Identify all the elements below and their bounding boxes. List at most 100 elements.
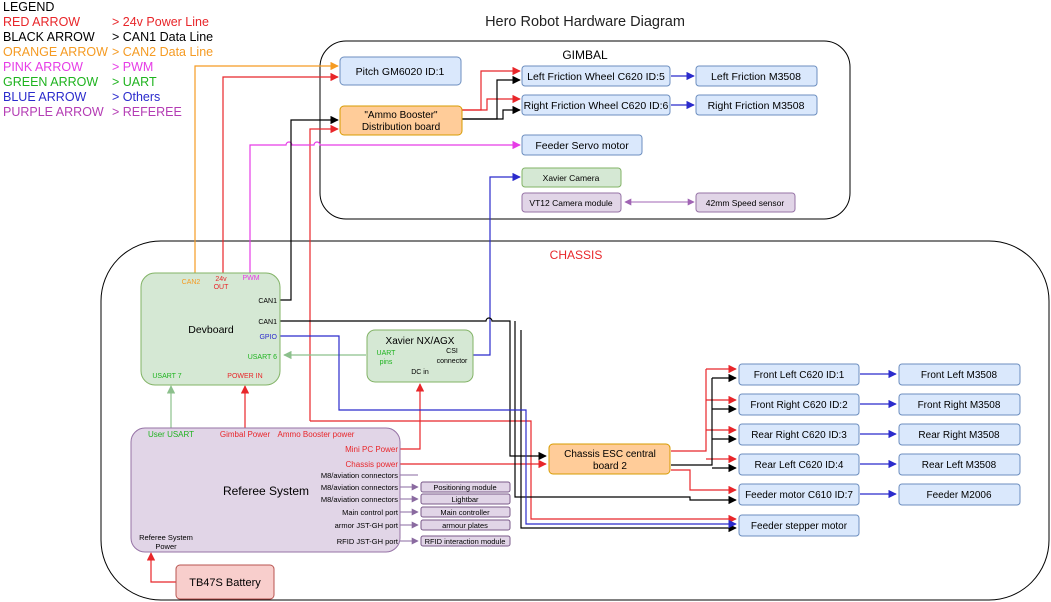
referee-power-port-top: Referee System — [139, 533, 193, 542]
xavier-box — [366, 329, 474, 383]
wire-minipc-power — [400, 383, 425, 450]
referee-ammo-booster-power-port: Ammo Booster power — [278, 430, 355, 439]
motor-feeder-label: Feeder M2006 — [926, 490, 991, 501]
motor-rear-right-label: Rear Right M3508 — [918, 430, 1000, 441]
referee-armor-port: armor JST-GH port — [335, 521, 399, 530]
wire-csi-camera — [473, 172, 521, 356]
wire-esc-feeder-power — [671, 469, 737, 495]
wire-gpio-stepper — [280, 335, 737, 529]
battery-label: TB47S Battery — [189, 577, 261, 589]
left-friction-wheel-box — [521, 65, 671, 87]
battery-box — [175, 564, 275, 600]
legend-item-black: BLACK ARROW> CAN1 Data Line — [3, 30, 213, 45]
wire-ammo-power-stepper — [310, 420, 737, 524]
xavier-csi-port-bottom: connector — [437, 358, 468, 365]
controller-feeder-label: Feeder motor C610 ID:7 — [745, 490, 853, 501]
left-friction-motor-box — [695, 65, 818, 87]
vt12-camera-box — [521, 192, 622, 213]
referee-power-port-bottom: Power — [155, 542, 177, 551]
motor-front-right-label: Front Right M3508 — [918, 400, 1001, 411]
referee-chassis-power-port: Chassis power — [346, 460, 399, 469]
devboard-can1-port-a: CAN1 — [258, 298, 277, 305]
wire-pwm-servo — [249, 140, 521, 273]
controller-rear-right-box — [738, 423, 860, 446]
esc-label-line1: Chassis ESC central — [564, 449, 656, 460]
wire-can1-ammo — [280, 115, 339, 301]
right-friction-wheel-box — [521, 94, 671, 116]
motor-rear-left-box — [898, 453, 1021, 476]
legend-value: > PWM — [112, 60, 154, 74]
legend-value: > 24v Power Line — [112, 15, 209, 29]
wire-24v-ammo — [309, 124, 339, 421]
chassis-label: CHASSIS — [550, 248, 603, 262]
feeder-stepper-box — [738, 514, 860, 537]
feeder-servo-box — [521, 134, 643, 156]
module-main-controller-label: Main controller — [440, 508, 490, 517]
legend-item-pink: PINK ARROW > PWM — [3, 60, 213, 75]
wire-can1-stepper — [520, 330, 737, 533]
module-rfid-label: RFID interaction module — [425, 537, 506, 546]
referee-mini-pc-power-port: Mini PC Power — [345, 445, 398, 454]
legend-item-blue: BLUE ARROW> Others — [3, 90, 213, 105]
wire-ammo-lfw — [462, 66, 521, 111]
legend-key: BLUE ARROW — [3, 90, 87, 104]
referee-m8-port-1: M8/aviation connectors — [321, 471, 398, 480]
legend: LEGEND RED ARROW > 24v Power Line BLACK A… — [3, 0, 213, 120]
devboard-gpio-port: GPIO — [259, 334, 277, 341]
referee-m8-port-2: M8/aviation connectors — [321, 483, 398, 492]
esc-box — [548, 443, 671, 475]
devboard-usart7-port: USART 7 — [152, 373, 181, 380]
module-lightbar-box — [420, 493, 511, 505]
gimbal-label: GIMBAL — [562, 48, 608, 62]
legend-item-purple: PURPLE ARROW> REFEREE — [3, 105, 213, 120]
module-main-controller-box — [420, 506, 511, 518]
legend-value: > CAN2 Data Line — [112, 45, 214, 59]
controller-rear-right-label: Rear Right C620 ID:3 — [751, 430, 847, 441]
wire-ammo-rfw — [462, 94, 521, 111]
controller-front-right-box — [738, 393, 860, 416]
legend-value: > CAN1 Data Line — [112, 30, 214, 44]
motor-front-left-box — [898, 363, 1021, 386]
vt12-camera-label: VT12 Camera module — [529, 198, 612, 208]
devboard-can1-port-b: CAN1 — [258, 319, 277, 326]
wire-esc-power-bus — [671, 369, 707, 452]
motor-rear-left-label: Rear Left M3508 — [922, 460, 997, 471]
controller-front-left-label: Front Left C620 ID:1 — [754, 370, 845, 381]
feeder-stepper-label: Feeder stepper motor — [751, 521, 848, 532]
ammo-booster-label: "Ammo Booster" — [364, 110, 438, 121]
xavier-camera-box — [521, 167, 622, 188]
wire-can2-pitch — [194, 61, 339, 273]
module-rfid-box — [420, 535, 511, 547]
devboard-usart6-port: USART 6 — [248, 354, 277, 361]
wire-esc-can-bus — [671, 378, 713, 466]
right-friction-motor-label: Right Friction M3508 — [708, 100, 805, 112]
legend-key: RED ARROW — [3, 15, 81, 29]
controller-feeder-box — [738, 483, 860, 506]
legend-item-red: RED ARROW > 24v Power Line — [3, 15, 213, 30]
devboard-can2-port: CAN2 — [182, 279, 201, 286]
referee-gimbal-power-port: Gimbal Power — [220, 430, 271, 439]
wire-ammo-rfw-can — [462, 105, 521, 120]
devboard-box — [140, 272, 281, 386]
ammo-booster-sublabel: Distribution board — [362, 122, 440, 133]
wire-24v-out — [222, 72, 339, 273]
module-positioning-label: Positioning module — [433, 483, 496, 492]
chassis-container — [100, 240, 1050, 601]
module-lightbar-label: Lightbar — [451, 495, 479, 504]
diagram-title: Hero Robot Hardware Diagram — [485, 14, 685, 30]
xavier-uart-port-top: UART — [377, 350, 397, 357]
right-friction-wheel-label: Right Friction Wheel C620 ID:6 — [524, 100, 669, 112]
referee-system-box — [130, 427, 401, 553]
legend-key: ORANGE ARROW — [3, 45, 108, 59]
motor-front-right-box — [898, 393, 1021, 416]
devboard-24v-port-bottom: OUT — [214, 284, 230, 291]
wire-battery — [146, 552, 176, 583]
legend-key: PINK ARROW — [3, 60, 83, 74]
wire-can1-feeder — [514, 321, 737, 505]
legend-heading: LEGEND — [3, 0, 55, 14]
devboard-24v-port-top: 24v — [215, 276, 227, 283]
xavier-title: Xavier NX/AGX — [386, 336, 455, 347]
wire-can1-esc — [280, 317, 547, 461]
controller-front-left-box — [738, 363, 860, 386]
